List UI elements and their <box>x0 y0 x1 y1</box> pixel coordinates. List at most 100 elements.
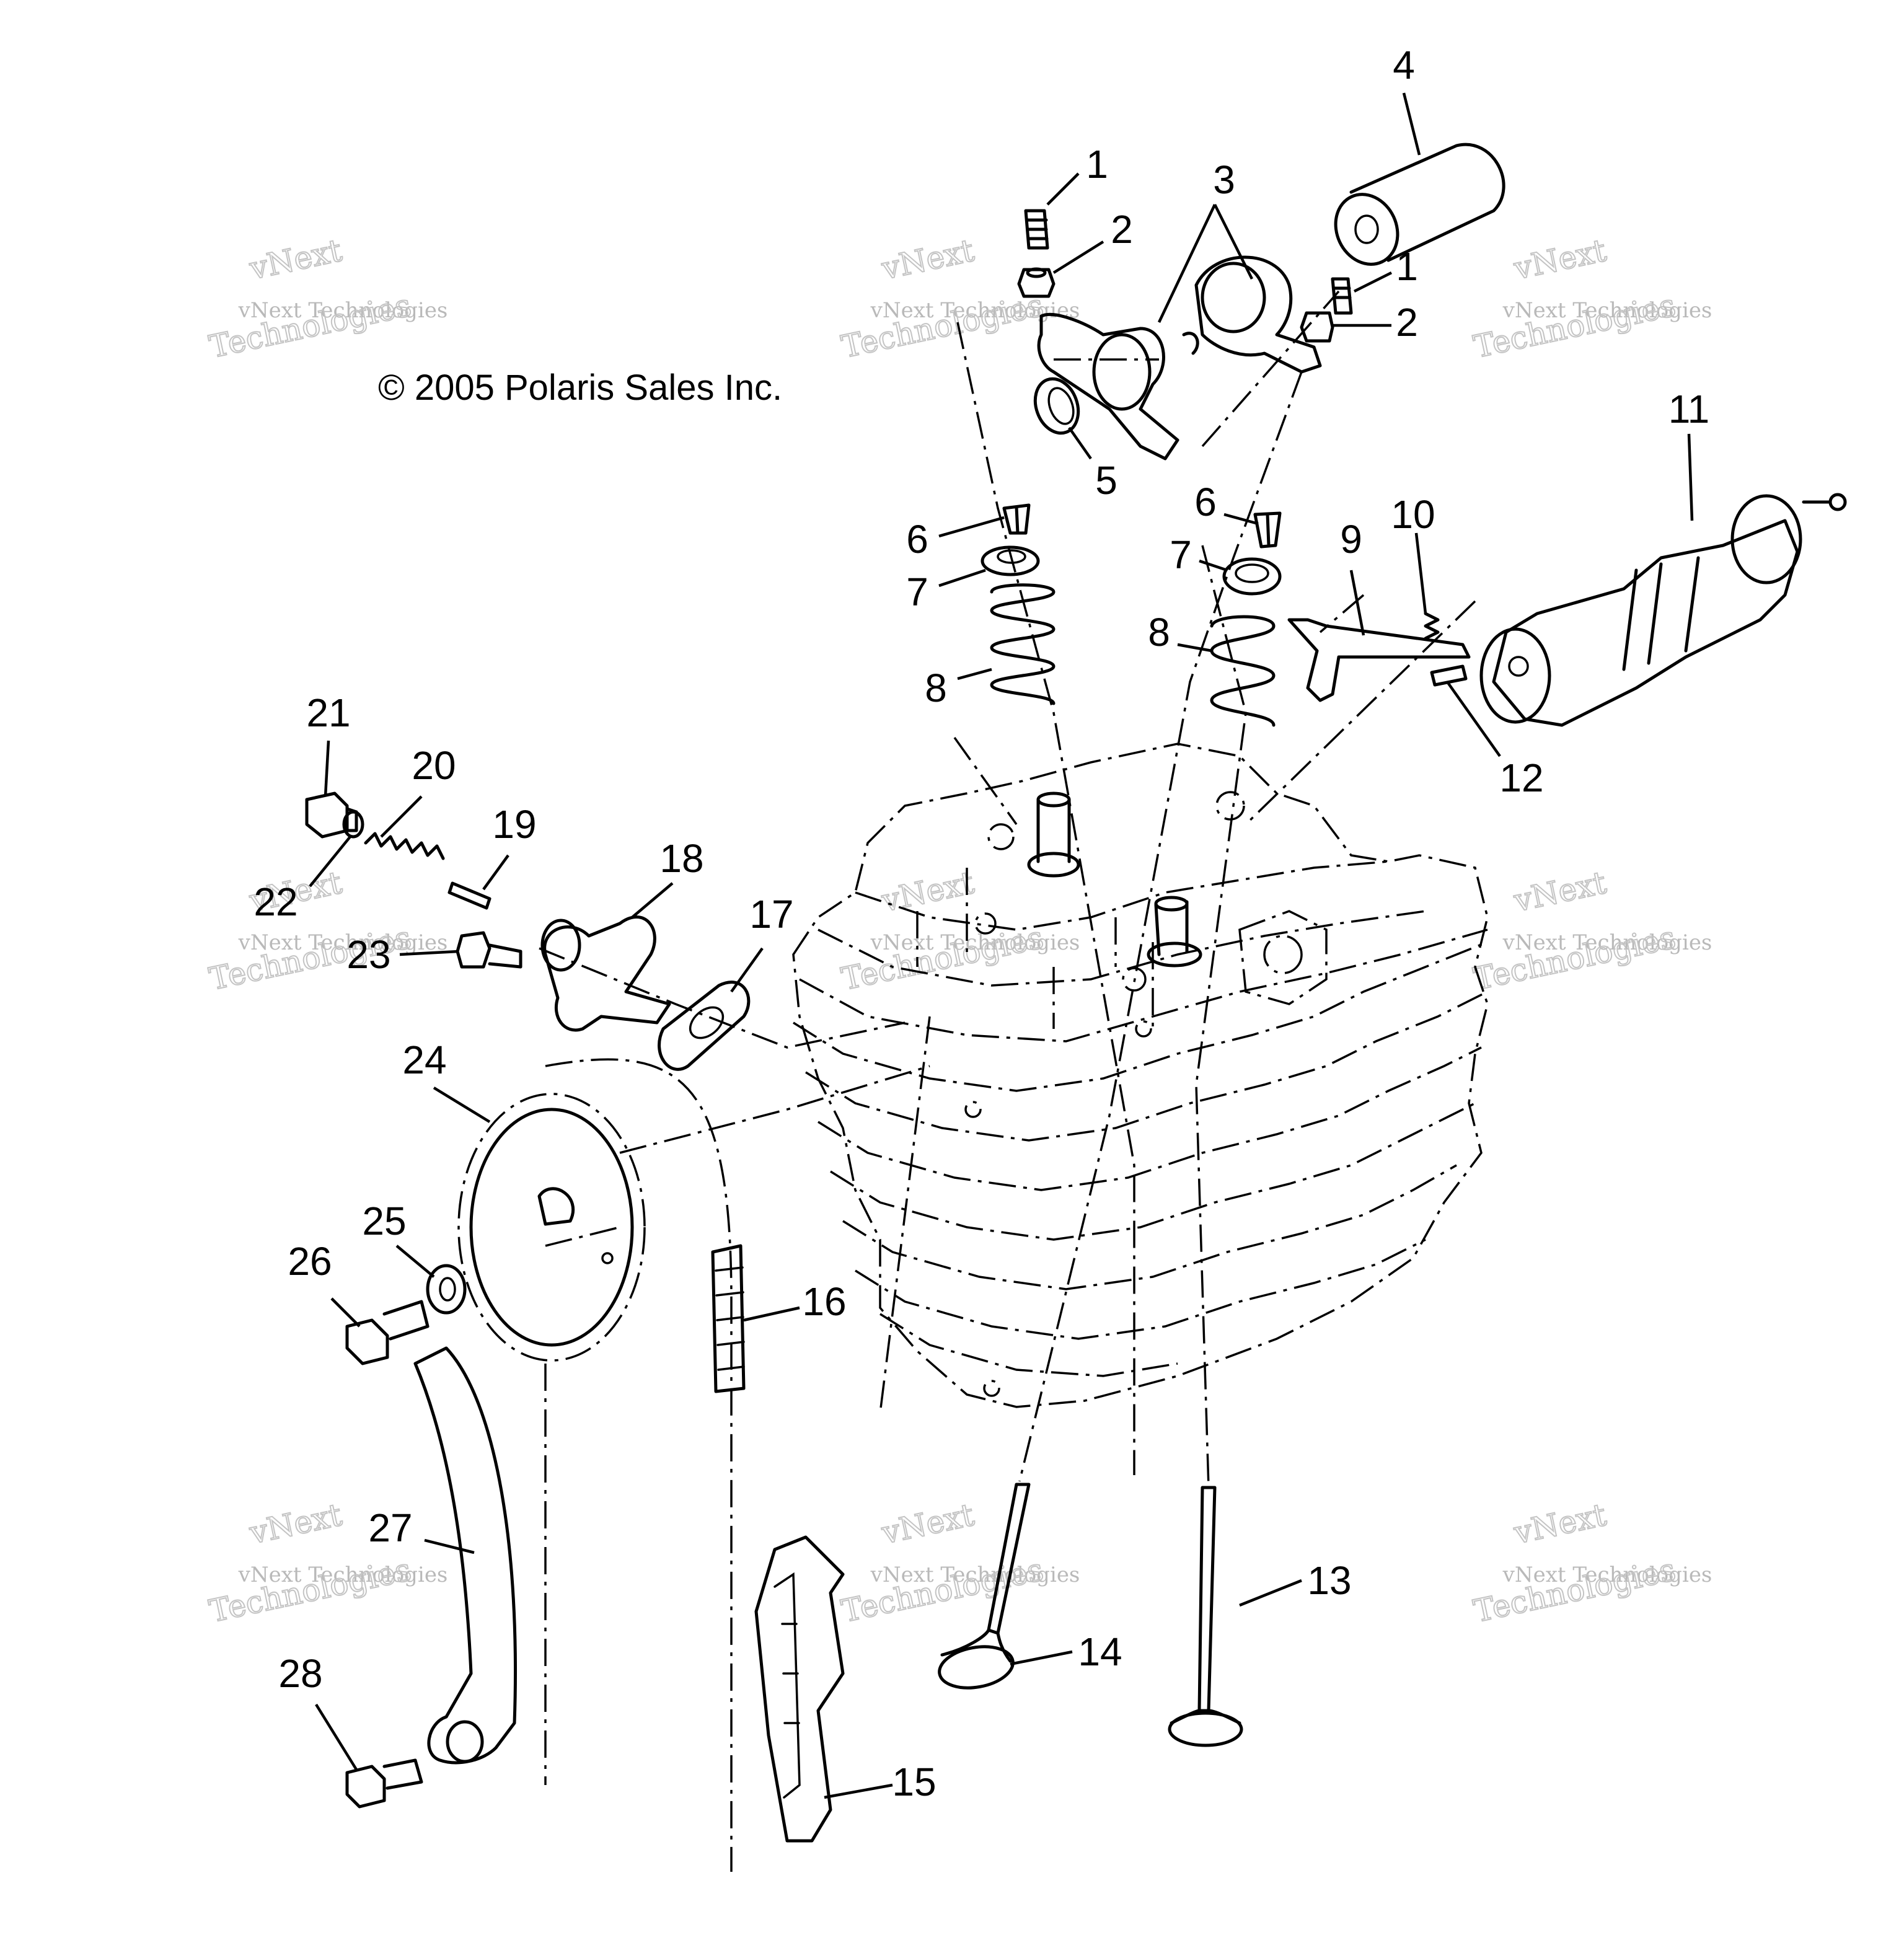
leader <box>1199 559 1228 572</box>
keeper <box>1002 503 1031 535</box>
bolt-shank <box>345 807 358 832</box>
centerline <box>545 1226 620 1247</box>
gasket <box>658 981 751 1071</box>
coil <box>990 583 1056 705</box>
part-12-pin <box>1430 664 1468 687</box>
leader <box>1414 532 1427 614</box>
leader <box>957 668 992 681</box>
leader <box>1177 643 1212 653</box>
leader <box>395 1245 435 1278</box>
callout-label: 2 <box>1111 207 1133 252</box>
retainer-bore <box>1235 563 1269 583</box>
callout-label: 26 <box>288 1239 332 1284</box>
watermark: vNext vNext Technologies Technologies <box>1470 864 1712 998</box>
washer-ring <box>1033 377 1080 435</box>
part-16-timing-chain <box>711 1244 746 1393</box>
callout-label: 14 <box>1078 1629 1122 1674</box>
callout-label: 20 <box>412 743 456 788</box>
valve-head <box>938 1645 1015 1690</box>
bolt-hole <box>974 912 997 935</box>
callout-label: 25 <box>362 1199 406 1243</box>
centerline <box>1018 371 1303 1482</box>
nut-bore <box>1026 267 1047 278</box>
callout-label: 9 <box>1340 517 1362 562</box>
centerline <box>1245 600 1476 826</box>
bolt-hole <box>1122 967 1147 992</box>
part-7-spring-retainer <box>981 545 1282 596</box>
callout-label: 1 <box>1086 142 1108 187</box>
leader <box>938 568 986 588</box>
svg-text:vNext Technologies: vNext Technologies <box>238 930 448 955</box>
bolt-shank <box>382 1300 430 1341</box>
fin <box>799 928 1488 1043</box>
svg-text:vNext: vNext <box>246 232 345 287</box>
callout-label: 4 <box>1393 43 1415 87</box>
leader <box>1068 426 1092 460</box>
part-5-washer <box>1033 377 1080 435</box>
fin <box>879 1313 1178 1377</box>
leader <box>330 1297 361 1328</box>
svg-text:vNext Technologies: vNext Technologies <box>870 1563 1080 1587</box>
watermark: vNext vNext Technologies Technologies <box>1470 1496 1712 1630</box>
callout-label: 2 <box>1396 300 1418 345</box>
retainer <box>981 545 1040 576</box>
callout-label: 21 <box>306 690 350 735</box>
valve-guide <box>1036 798 1071 863</box>
port-bore <box>1263 935 1303 974</box>
callout-label: 8 <box>925 666 947 710</box>
watermark: vNext vNext Technologies Technologies <box>206 232 448 366</box>
part-13-exhaust-valve <box>1168 1486 1243 1747</box>
leader <box>399 950 459 956</box>
valve-fillet <box>940 1628 1012 1663</box>
centerline <box>545 1058 733 1872</box>
shaft-hole <box>1354 214 1379 244</box>
callout-label: 12 <box>1499 756 1543 800</box>
svg-text:vNext: vNext <box>878 232 977 287</box>
part-8-valve-spring <box>990 583 1276 727</box>
camshaft-body <box>1492 519 1799 727</box>
part-27-chain-guide <box>413 1346 517 1765</box>
part-21-bolt <box>305 791 358 839</box>
callout-label: 27 <box>368 1506 412 1550</box>
tensioner-body <box>543 915 671 1032</box>
bolt-head <box>456 931 491 969</box>
leader <box>824 1783 893 1799</box>
svg-text:vNext: vNext <box>246 1497 345 1551</box>
leader <box>1446 681 1501 757</box>
leader <box>743 1306 800 1322</box>
callout-label: 6 <box>1194 480 1217 524</box>
part-6-valve-keeper <box>1002 503 1282 549</box>
centerline <box>1201 290 1340 447</box>
centerline <box>1195 545 1247 1488</box>
cam-lobe <box>1730 494 1802 584</box>
svg-text:vNext Technologies: vNext Technologies <box>238 1563 448 1587</box>
part-9-decomp-lever <box>1287 618 1471 702</box>
bolt-hole <box>983 1380 1000 1397</box>
rod <box>447 881 491 910</box>
fin <box>855 1238 1426 1340</box>
retainer-bore <box>997 549 1026 564</box>
screw-body <box>1024 209 1049 250</box>
part-18-tensioner <box>540 915 671 1032</box>
washer-hole <box>1047 387 1075 425</box>
leader <box>324 740 330 797</box>
exhaust-port <box>1238 910 1328 1005</box>
rocker-bore <box>1092 333 1152 411</box>
callout-label: 10 <box>1391 492 1435 537</box>
svg-text:vNext Technologies: vNext Technologies <box>238 298 448 323</box>
svg-text:vNext Technologies: vNext Technologies <box>870 930 1080 955</box>
part-28-bolt <box>345 1758 423 1809</box>
camshaft-end <box>1479 627 1551 724</box>
valve-stem <box>1197 1486 1217 1713</box>
part-1-adjuster-screw <box>1024 209 1353 315</box>
cylinder-head <box>792 743 1489 1408</box>
leader <box>1157 203 1254 323</box>
callout-label: 8 <box>1148 610 1170 655</box>
svg-text:vNext: vNext <box>878 865 977 919</box>
head-outline <box>792 743 1489 1408</box>
part-22-washer <box>342 810 364 839</box>
part-15-chain-guide <box>754 1535 845 1843</box>
guide-ribs <box>774 1572 801 1799</box>
bolt-hole <box>964 1101 982 1118</box>
callout-label: 1 <box>1396 244 1418 289</box>
